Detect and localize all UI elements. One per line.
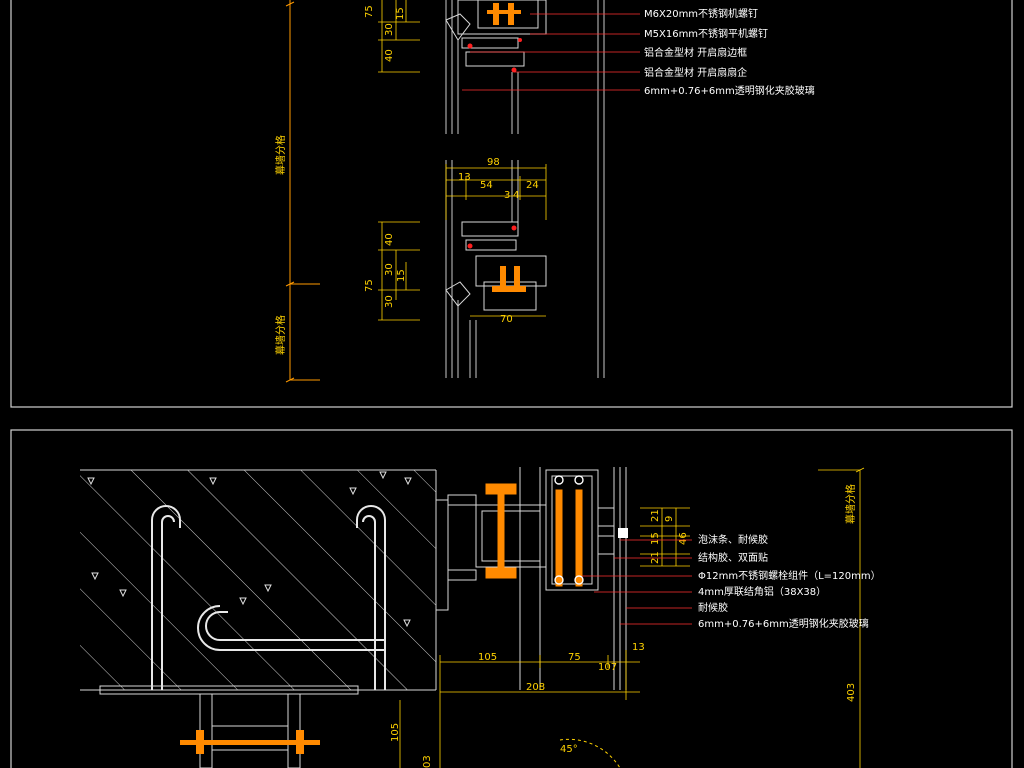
steel-bracket (447, 467, 599, 690)
top-profile-lower (445, 221, 547, 311)
dim-40b: 40 (384, 233, 395, 246)
bottom-callout-2: 结构胶、双面贴 (698, 551, 768, 564)
dim-105v: 105 (390, 723, 401, 742)
bottom-callout-5: 耐候胶 (698, 601, 728, 614)
bottom-callout-leaders (582, 539, 692, 625)
top-callout-3: 铝合金型材 开启扇边框 (644, 46, 747, 59)
top-panel-frame (10, 0, 1013, 408)
dim-70: 70 (500, 314, 513, 325)
bottom-panel-frame (10, 429, 1013, 768)
dim-403: 403 (846, 683, 857, 702)
dim-21a: 21 (650, 509, 661, 522)
top-axis-dimension (285, 0, 320, 383)
dim-24: 24 (526, 180, 539, 191)
top-dim-chain-lower (378, 221, 420, 321)
top-axis-label-1: 幕墙分格 (274, 135, 287, 175)
top-bolts-lower (492, 266, 526, 292)
sealant-dots (618, 528, 628, 538)
dim-9: 9 (664, 516, 675, 522)
embed-plate (435, 499, 449, 611)
top-dim-chain-upper (378, 0, 420, 73)
bolt-circles (554, 475, 584, 585)
bolt-assemblies (485, 483, 583, 587)
dim-15b: 15 (396, 269, 407, 282)
top-callout-5: 6mm+0.76+6mm透明钢化夹胶玻璃 (644, 84, 815, 97)
top-callout-leaders (462, 13, 640, 91)
top-red-points-upper (467, 38, 522, 73)
bottom-callout-1: 泡沫条、耐候胶 (698, 533, 768, 546)
bottom-callout-6: 6mm+0.76+6mm透明钢化夹胶玻璃 (698, 617, 869, 630)
dim-30b: 30 (384, 263, 395, 276)
dim-75: 75 (568, 652, 581, 663)
top-red-points-lower (467, 225, 517, 249)
dim-98: 98 (487, 157, 500, 168)
dim-54: 54 (480, 180, 493, 191)
lower-bolts (180, 730, 320, 754)
top-horizontal-dims (445, 164, 547, 317)
top-callout-1: M6X20mm不锈钢机螺钉 (644, 7, 758, 20)
dim-75a: 75 (364, 5, 375, 18)
glass-panel (597, 467, 627, 690)
anchor-hooks (151, 505, 386, 690)
dim-30c: 30 (384, 295, 395, 308)
bottom-axis-label: 幕墙分格 (844, 484, 857, 524)
dim-105: 105 (478, 652, 497, 663)
dim-15a: 15 (395, 7, 406, 20)
base-plate (99, 685, 359, 695)
dim-40a: 40 (384, 49, 395, 62)
top-callout-2: M5X16mm不锈钢平机螺钉 (644, 27, 768, 40)
bottom-right-dims (640, 467, 865, 768)
dim-15: 15 (650, 532, 661, 545)
top-axis-label-2: 幕墙分格 (274, 315, 287, 355)
bottom-horizontal-dims (399, 650, 640, 768)
top-callout-4: 铝合金型材 开启扇扇企 (644, 66, 747, 79)
dim-13: 13 (458, 172, 471, 183)
dim-45: 45° (560, 744, 578, 755)
top-glass-lines (445, 0, 605, 378)
dim-3: 3 (504, 190, 510, 201)
bottom-callout-4: 4mm厚联结角铝（38X38） (698, 585, 826, 598)
concrete-wall (80, 469, 437, 691)
dim-75b: 75 (364, 279, 375, 292)
angle-arc (559, 738, 621, 768)
lower-mullion (199, 693, 301, 768)
dim-46: 46 (678, 532, 689, 545)
bottom-callout-3: Φ12mm不锈钢螺栓组件（L=120mm） (698, 569, 881, 582)
dim-208: 208 (526, 682, 545, 693)
dim-13: 13 (632, 642, 645, 653)
dim-03: 03 (422, 755, 433, 768)
dim-107: 107 (598, 662, 617, 673)
concrete-aggregate (87, 471, 412, 628)
top-bolts-upper (487, 3, 521, 25)
top-profile-upper (445, 0, 547, 67)
dim-30a: 30 (384, 23, 395, 36)
dim-4: 4 (513, 190, 519, 201)
